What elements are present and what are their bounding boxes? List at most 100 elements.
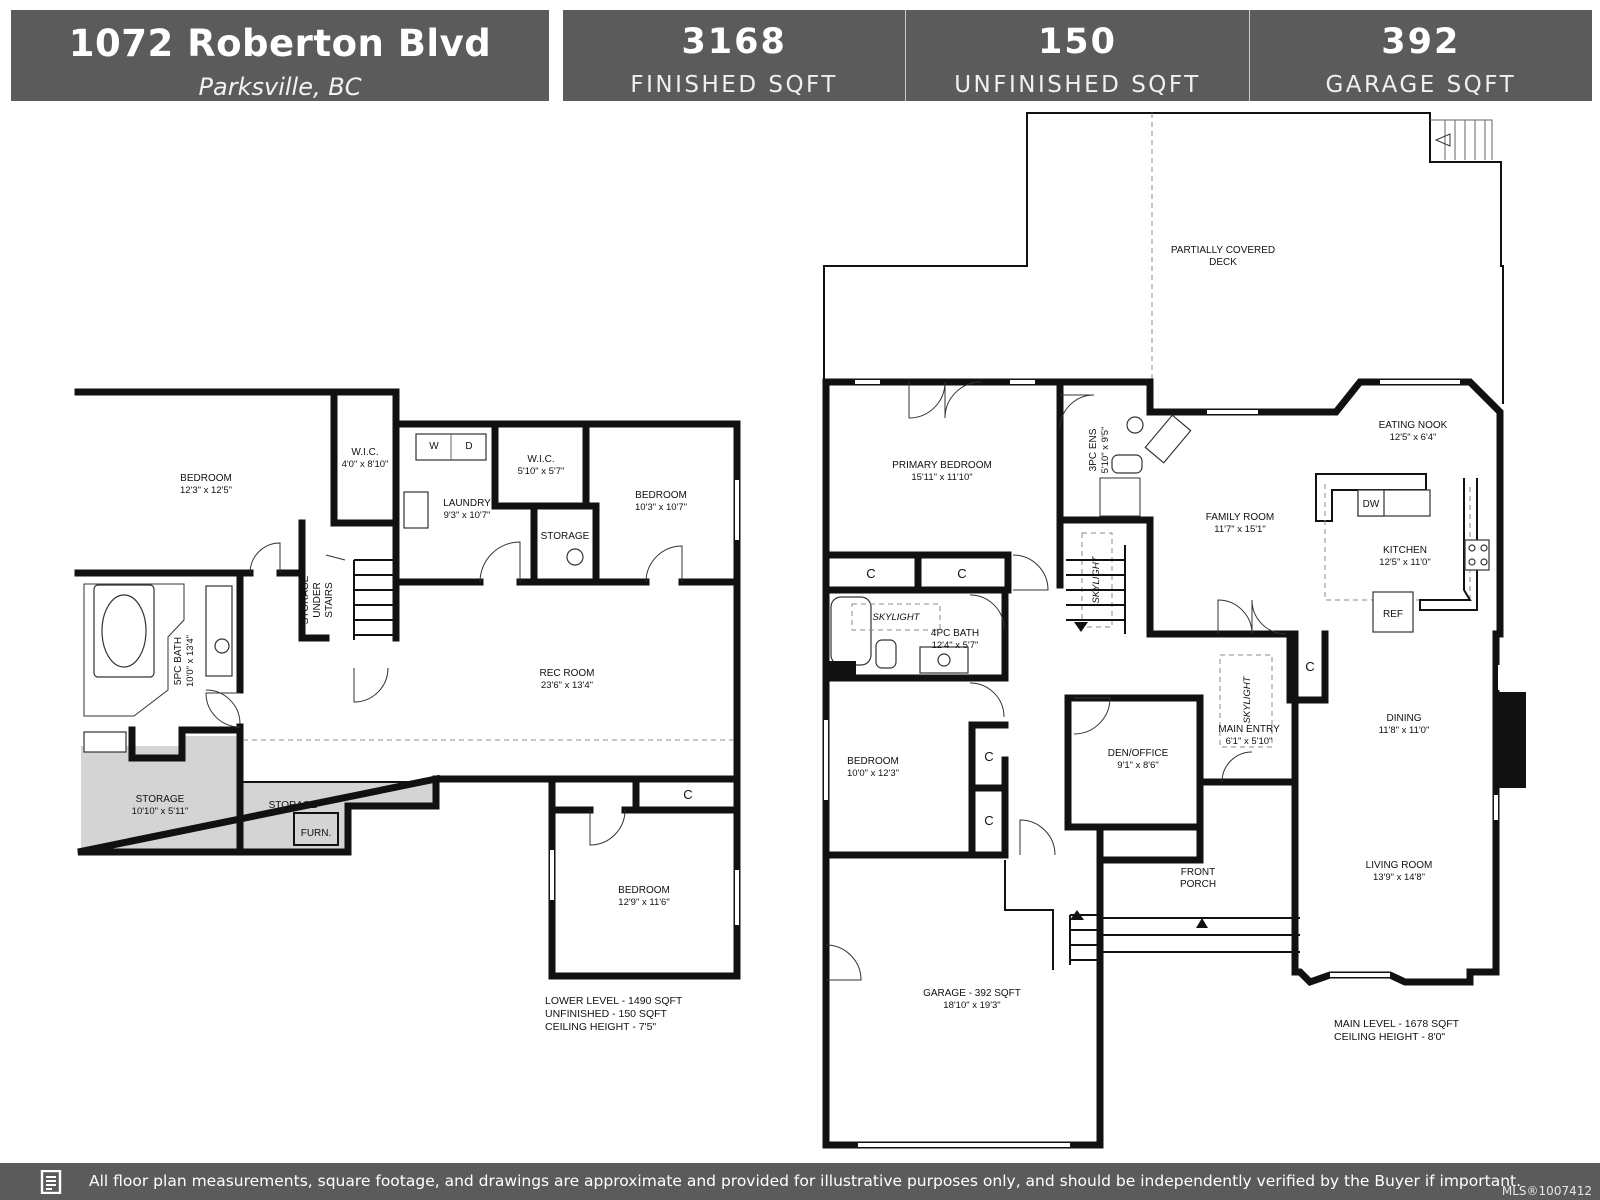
main-outer-wall (822, 378, 1504, 987)
door (479, 541, 521, 583)
door (1019, 819, 1056, 856)
fridge (1372, 591, 1414, 633)
wall-bedroom-south (822, 756, 1009, 859)
sqft-stats-banner: 3168 FINISHED SQFT 150 UNFINISHED SQFT 3… (563, 10, 1592, 101)
room-name: STORAGE (300, 575, 311, 624)
address-city: Parksville, BC (198, 73, 362, 101)
door (589, 809, 626, 846)
room-name: BEDROOM (618, 885, 670, 896)
room-name: PRIMARY BEDROOM (892, 460, 992, 471)
room-dims: 12'5" x 6'4" (1390, 432, 1437, 443)
room-name: LIVING ROOM (1366, 860, 1433, 871)
room-dims: 12'5" x 11'0" (1379, 557, 1430, 568)
stat-value: 392 (1381, 22, 1461, 62)
level-note: UNFINISHED - 150 SQFT (545, 1008, 668, 1020)
wall-storage-under-stairs (298, 519, 330, 642)
door (1073, 697, 1111, 735)
storage-under-stairs-label: STORAGE UNDER STAIRS (300, 575, 335, 624)
room-name: DEN/OFFICE (1108, 748, 1169, 759)
wall-wic-b (491, 420, 590, 510)
room-dims: 5'10" x 9'5" (1100, 427, 1111, 474)
ens-3pc-label: 3PC ENS 5'10" x 9'5" (1088, 427, 1111, 474)
disclaimer-footer: All floor plan measurements, square foot… (0, 1163, 1600, 1200)
room-name: BEDROOM (847, 756, 899, 767)
room-name: 5PC BATH (173, 637, 184, 685)
range (1464, 539, 1490, 571)
garage-stairs (1069, 914, 1100, 965)
address-banner: 1072 Roberton Blvd Parksville, BC (11, 10, 549, 101)
fireplace-insert (1144, 414, 1192, 464)
level-note: CEILING HEIGHT - 8'0" (1334, 1031, 1445, 1043)
bath-5pc-label: 5PC BATH 10'0" x 13'4" (173, 635, 196, 687)
address-title: 1072 Roberton Blvd (68, 22, 492, 65)
wall-bath-south (128, 726, 244, 762)
french-door (908, 381, 982, 419)
lower-outer-wall (74, 388, 741, 980)
fridge-label: REF (1383, 609, 1403, 620)
room-dims: 13'9" x 14'8" (1373, 872, 1425, 883)
skylight-bath (851, 603, 941, 631)
room-dims: 10'10" x 5'11" (132, 806, 189, 817)
room-name: BEDROOM (635, 490, 687, 501)
room-name: STORAGE (136, 794, 185, 805)
room-dims: 5'10" x 5'7" (518, 466, 565, 477)
kitchen-counter (1419, 478, 1478, 611)
closet-label: C (683, 787, 692, 802)
skylight-label: SKYLIGHT (873, 612, 921, 623)
room-dims: 9'3" x 10'7" (444, 510, 491, 521)
room-name: UNDER (312, 582, 323, 618)
wall-bedroom-closets (968, 721, 1009, 859)
furnace-box (293, 812, 339, 846)
svg-text:SKYLIGHT: SKYLIGHT (1091, 555, 1102, 603)
storage-a-fill (81, 736, 240, 850)
lower-level-plan: BEDROOM 12'3" x 12'5" W.I.C. 4'0" x 8'10… (74, 388, 741, 1033)
room-name: STORAGE (541, 531, 590, 542)
closet-label: C (984, 813, 993, 828)
stat-label: FINISHED SQFT (630, 72, 838, 98)
fireplace (1496, 692, 1526, 788)
room-dims: 6'1" x 5'10" (1226, 736, 1273, 747)
room-dims: 23'6" x 13'4" (541, 680, 593, 691)
door (645, 545, 683, 583)
room-name: KITCHEN (1383, 545, 1427, 556)
room-name: EATING NOOK (1379, 420, 1448, 431)
room-dims: 10'0" x 13'4" (185, 635, 196, 687)
room-dims: 18'10" x 19'3" (943, 1000, 1000, 1011)
room-dims: 10'3" x 10'7" (635, 502, 687, 513)
door (249, 542, 281, 574)
closet-label: C (866, 566, 875, 581)
room-dims: 11'7" x 15'1" (1214, 524, 1265, 535)
level-note: MAIN LEVEL - 1678 SQFT (1334, 1018, 1460, 1030)
vanity (205, 585, 233, 677)
stat-label: UNFINISHED SQFT (954, 72, 1201, 98)
hot-water-tank (566, 548, 584, 566)
stat-finished-sqft: 3168 FINISHED SQFT (563, 10, 905, 101)
skylight-label: SKYLIGHT (1242, 675, 1253, 723)
door (1059, 394, 1095, 430)
room-name: DECK (1209, 257, 1237, 268)
disclaimer-text: All floor plan measurements, square foot… (89, 1172, 1522, 1190)
bathtub (830, 596, 872, 666)
room-dims: 10'0" x 12'3" (847, 768, 899, 779)
dishwasher (1357, 489, 1385, 517)
wall-storage-small (530, 502, 600, 586)
room-name: FRONT (1181, 867, 1215, 878)
room-name: LAUNDRY (443, 498, 491, 509)
closet-label: C (957, 566, 966, 581)
furnace-label: FURN. (301, 828, 332, 839)
level-note: CEILING HEIGHT - 7'5" (545, 1021, 656, 1033)
ens-shower (1099, 477, 1141, 517)
door (353, 667, 389, 703)
room-name: DINING (1387, 713, 1422, 724)
shower (83, 731, 127, 753)
porch-steps (1100, 917, 1300, 953)
main-level-plan: PARTIALLY COVERED DECK PRIMARY BEDROOM 1… (822, 112, 1526, 1149)
door (1012, 554, 1049, 591)
wall-closets (822, 551, 1012, 594)
room-dims: 12'9" x 11'6" (618, 897, 669, 908)
tub-deck (83, 583, 185, 717)
garage-step (1004, 860, 1054, 970)
door (969, 682, 1005, 718)
deck-outline (823, 112, 1504, 404)
dishwasher-label: DW (1363, 499, 1380, 510)
